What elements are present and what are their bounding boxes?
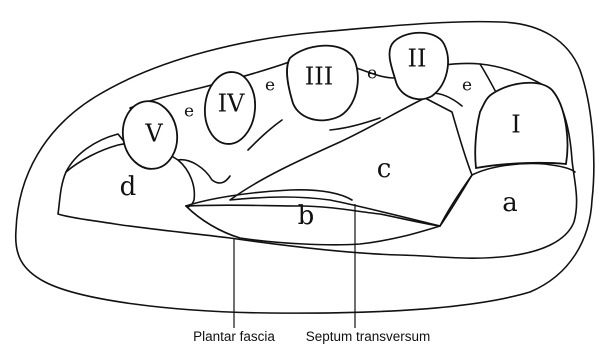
label-bone-v: V — [144, 120, 163, 148]
label-e-4: e — [462, 76, 472, 96]
label-e-3: e — [367, 64, 377, 84]
label-compartment-d: d — [120, 172, 137, 202]
label-compartment-c: c — [377, 154, 392, 184]
label-compartment-b: b — [298, 201, 315, 231]
label-e-2: e — [265, 76, 275, 96]
c-compartment-outline — [230, 98, 472, 226]
caption-plantar-fascia: Plantar fascia — [193, 329, 275, 344]
label-bone-iv: IV — [218, 90, 245, 118]
bone-i — [475, 83, 567, 168]
label-e-1: e — [184, 102, 194, 122]
label-bone-i: I — [511, 111, 520, 139]
label-bone-ii: II — [408, 45, 427, 73]
label-bone-iii: III — [305, 63, 333, 91]
label-compartment-a: a — [502, 188, 518, 218]
caption-septum-transversum: Septum transversum — [306, 329, 431, 344]
